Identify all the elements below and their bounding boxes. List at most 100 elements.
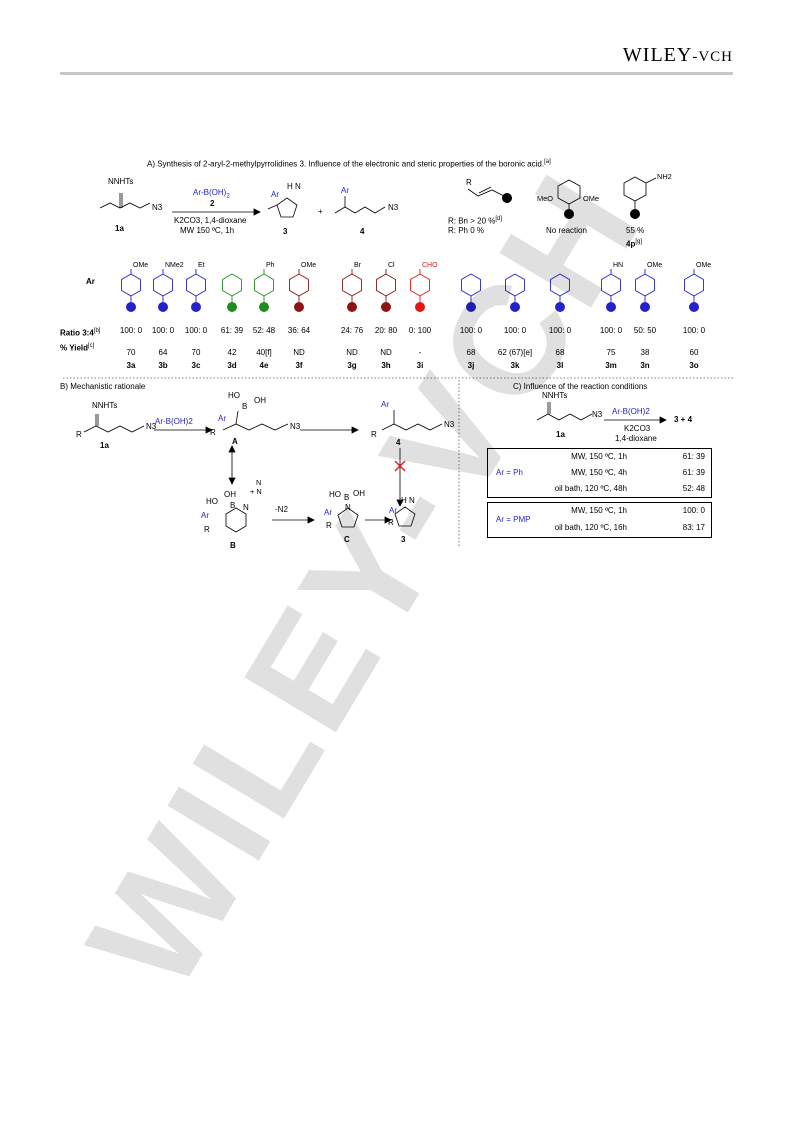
- compound-code-3g: 3g: [347, 361, 357, 370]
- ratio-row-label: Ratio 3:4[b]: [60, 328, 101, 338]
- ratio-3g: 24: 76: [340, 326, 364, 335]
- aryl-ring-3b: [153, 273, 173, 297]
- p3-ar: Ar: [389, 506, 397, 515]
- ratio-3i: 0: 100: [408, 326, 432, 335]
- p3-nh: H N: [401, 496, 415, 505]
- b4-azide: N3: [444, 420, 455, 429]
- dimethoxy-right: OMe: [583, 194, 600, 203]
- sm-label: NNHTs: [108, 177, 134, 186]
- product-4-code: 4: [360, 227, 365, 236]
- yield-3i: -: [418, 348, 422, 357]
- yield-3n: 38: [640, 348, 650, 357]
- sm-code: 1a: [115, 224, 124, 233]
- amine-code: 4p[g]: [626, 239, 643, 249]
- aryl-ring-3i: [410, 273, 430, 297]
- c-sm-code: 1a: [556, 430, 565, 439]
- compound-code-3d: 3d: [227, 361, 237, 370]
- b4-r: R: [371, 430, 377, 439]
- product4-azide: N3: [388, 203, 399, 212]
- yield-3o: 60: [689, 348, 699, 357]
- yield-row-label: % Yield[c]: [60, 343, 95, 353]
- a-r: R: [210, 428, 216, 437]
- box2-ratio-1: 100: 0: [682, 506, 705, 515]
- compound-code-3f: 3f: [295, 361, 303, 370]
- ratio-3h: 20: 80: [374, 326, 398, 335]
- substituent-label-3i: CHO: [422, 262, 438, 269]
- box1-ratio-3: 52: 48: [682, 484, 705, 493]
- attachment-dot-3c: [191, 302, 201, 312]
- c-ar: Ar: [324, 508, 332, 517]
- section-b-title: B) Mechanistic rationale: [60, 382, 146, 391]
- ratio-3o: 100: 0: [682, 326, 706, 335]
- compound-code-3c: 3c: [191, 361, 201, 370]
- publisher-logo: WILEY-VCH: [622, 44, 733, 66]
- b-azide: N3: [146, 422, 157, 431]
- attachment-dot-3g: [347, 302, 357, 312]
- vinyl-r-label: R: [466, 178, 472, 187]
- b-sm-code: 1a: [100, 441, 109, 450]
- reagent-label: Ar-B(OH)2: [193, 188, 230, 200]
- ratio-3a: 100: 0: [119, 326, 143, 335]
- b-sm-label: NNHTs: [92, 401, 118, 410]
- a-ho: HO: [228, 391, 240, 400]
- product-nh-label: H N: [287, 182, 301, 191]
- aryl-ring-3g: [342, 273, 362, 297]
- yield-4e: 40[f]: [256, 348, 272, 357]
- compound-code-3b: 3b: [158, 361, 168, 370]
- ratio-3n: 50: 50: [633, 326, 657, 335]
- yield-3g: ND: [346, 348, 358, 357]
- c-sm-label: NNHTs: [542, 391, 568, 400]
- box2-cond-1: MW, 150 ºC, 1h: [571, 506, 627, 515]
- c-oh: OH: [353, 489, 365, 498]
- box1-cond-3: oil bath, 120 ºC, 48h: [554, 484, 627, 493]
- yield-3h: ND: [380, 348, 392, 357]
- aryl-ring-3l: [550, 273, 570, 297]
- ratio-3l: 100: 0: [548, 326, 572, 335]
- b-n-atom: N: [243, 503, 249, 512]
- aryl-ring-3d: [222, 273, 242, 297]
- condition-box-pmp: Ar = PMP MW, 150 ºC, 1h 100: 0 oil bath,…: [487, 502, 712, 538]
- compound-code-3i: 3i: [416, 361, 424, 370]
- attachment-dot-4e: [259, 302, 269, 312]
- attachment-dot-3n: [640, 302, 650, 312]
- a-azide: N3: [290, 422, 301, 431]
- aryl-ring-4e: [254, 273, 274, 297]
- dimethoxy-left: MeO: [537, 194, 554, 203]
- ratio-3c: 100: 0: [184, 326, 208, 335]
- b-b-atom: B: [230, 501, 236, 510]
- a-b-atom: B: [242, 402, 248, 411]
- yield-3f: ND: [293, 348, 305, 357]
- product-ar-label: Ar: [271, 190, 279, 199]
- attachment-dot-3j: [466, 302, 476, 312]
- reagent-number: 2: [210, 199, 215, 208]
- substituent-label-3h: Cl: [388, 262, 395, 269]
- a-ar: Ar: [218, 414, 226, 423]
- c-b-atom: B: [344, 493, 350, 502]
- compound-code-3l: 3l: [556, 361, 564, 370]
- aryl-ring-3o: [684, 273, 704, 297]
- box1-ratio-1: 61: 39: [682, 452, 705, 461]
- b-r: R: [204, 525, 210, 534]
- prod-4-label: 4: [396, 438, 401, 447]
- attachment-dot-3k: [510, 302, 520, 312]
- substituent-label-4e: Ph: [266, 262, 275, 269]
- vinyl-bn-yield: R: Bn > 20 %[d]: [448, 216, 503, 226]
- section-a-title: A) Synthesis of 2-aryl-2-methylpyrrolidi…: [147, 159, 551, 169]
- box1-ratio-2: 61: 39: [682, 468, 705, 477]
- b-r-label: R: [76, 430, 82, 439]
- aryl-ring-3j: [461, 273, 481, 297]
- condition-line-2: MW 150 ºC, 1h: [180, 226, 235, 235]
- amine-label: NH2: [657, 172, 672, 181]
- substituent-label-3b: NMe2: [165, 262, 184, 269]
- product4-ar-label: Ar: [341, 186, 349, 195]
- ratio-3d: 61: 39: [220, 326, 244, 335]
- condition-box-ph: Ar = Ph MW, 150 ºC, 1h 61: 39 MW, 150 ºC…: [487, 448, 712, 498]
- c-r: R: [326, 521, 332, 530]
- b-oh: OH: [224, 490, 236, 499]
- yield-3b: 64: [158, 348, 168, 357]
- box1-cond-1: MW, 150 ºC, 1h: [571, 452, 627, 461]
- attachment-dot-3b: [158, 302, 168, 312]
- ratio-3j: 100: 0: [459, 326, 483, 335]
- aryl-ring-3c: [186, 273, 206, 297]
- aryl-ring-3f: [289, 273, 309, 297]
